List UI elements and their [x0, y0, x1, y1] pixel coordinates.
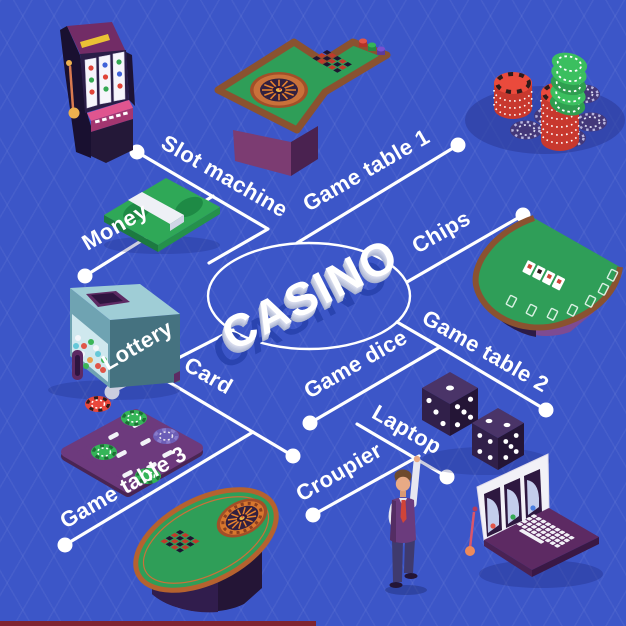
card-mat-icon: [61, 396, 203, 497]
keyboard-keys: [516, 514, 575, 548]
slot-buttons: [94, 111, 128, 124]
roulette-table-icon: [214, 38, 391, 176]
roulette-wheel: [250, 72, 308, 108]
money-band: [128, 192, 184, 224]
connector-dots: [57, 137, 554, 553]
dealt-cards: [522, 260, 566, 291]
laptop-body: [484, 508, 599, 570]
green-chip-stack: [549, 52, 588, 116]
oval-roulette-table-icon: [133, 487, 279, 613]
die-2: [472, 408, 524, 470]
croupier-figure-icon: [385, 455, 427, 595]
die-1: [422, 372, 478, 436]
screen-reels: [484, 469, 542, 537]
bottom-edge-strip: [0, 621, 316, 626]
line-slot-machine: [135, 150, 270, 265]
casino-chips-icon: [465, 52, 625, 154]
card-spots: [505, 268, 619, 321]
laptop-lever: [468, 511, 476, 549]
line-game-table-1: [295, 143, 460, 245]
reel-symbols: [88, 59, 123, 95]
line-laptop: [355, 422, 449, 479]
slot-machine-icon: [60, 22, 135, 163]
blackjack-table-icon: [472, 215, 623, 337]
laptop-slot-game-icon: [465, 453, 603, 588]
money-stack-icon: [104, 178, 220, 254]
line-game-dice: [308, 345, 442, 425]
lottery-machine-icon: [48, 284, 180, 400]
face: [395, 476, 411, 492]
line-card: [150, 370, 295, 458]
table-chip-stacks: [359, 38, 385, 55]
hair: [395, 472, 411, 482]
raised-arm: [409, 458, 421, 508]
tie: [400, 500, 407, 523]
line-chips: [405, 213, 525, 284]
slot-lever: [68, 65, 75, 109]
lottery-balls: [73, 335, 107, 373]
casino-ellipse: [206, 241, 412, 351]
line-game-table-3: [63, 430, 255, 547]
mat-chips: [85, 396, 179, 484]
line-croupier: [311, 454, 421, 517]
roulette-wheel-3: [216, 498, 268, 538]
